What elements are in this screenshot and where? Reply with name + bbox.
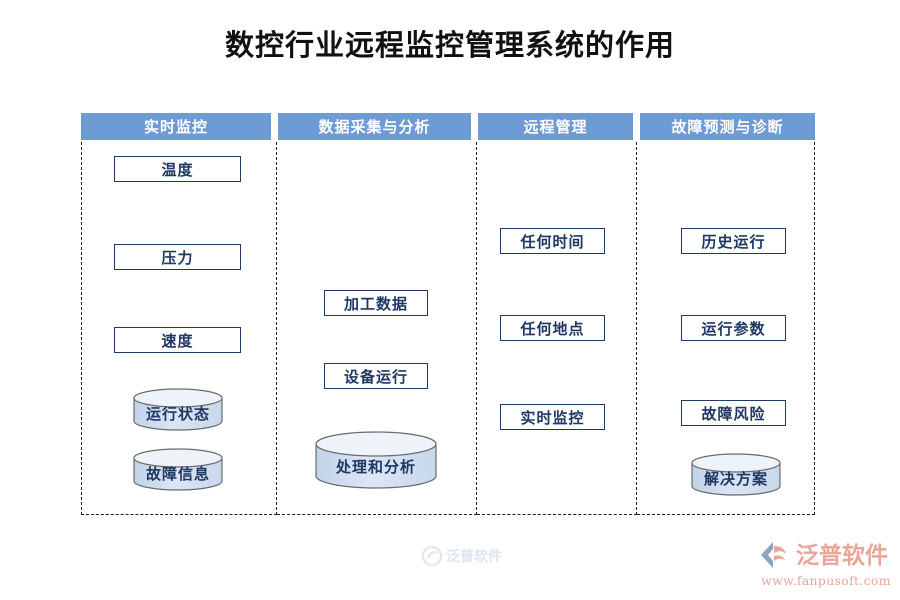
watermark-logo: 泛普软件 bbox=[422, 542, 542, 570]
node-machining-data[interactable]: 加工数据 bbox=[324, 290, 428, 316]
cylinder-fault-information[interactable]: 故障信息 bbox=[131, 448, 225, 492]
node-speed[interactable]: 速度 bbox=[114, 327, 241, 353]
column-body-4 bbox=[637, 142, 815, 515]
column-header-remote-management[interactable]: 远程管理 bbox=[478, 113, 633, 140]
node-pressure[interactable]: 压力 bbox=[114, 244, 241, 270]
diagram-canvas: 实时监控 数据采集与分析 远程管理 故障预测与诊断 温度 压力 速度 运行状态 bbox=[81, 113, 815, 566]
node-operating-parameters[interactable]: 运行参数 bbox=[681, 315, 786, 341]
node-equipment-operation[interactable]: 设备运行 bbox=[324, 363, 428, 389]
node-historical-operation[interactable]: 历史运行 bbox=[681, 228, 786, 254]
cylinder-process-and-analyze[interactable]: 处理和分析 bbox=[313, 431, 439, 493]
logo-company-name: 泛普软件 bbox=[796, 541, 888, 568]
cylinder-solution[interactable]: 解决方案 bbox=[689, 453, 783, 497]
node-any-place[interactable]: 任何地点 bbox=[500, 315, 605, 341]
column-body-1 bbox=[81, 142, 277, 515]
page-title: 数控行业远程监控管理系统的作用 bbox=[224, 28, 675, 62]
column-body-3 bbox=[477, 142, 637, 515]
watermark-mark-icon bbox=[422, 546, 442, 566]
fanpu-mark-icon bbox=[761, 542, 786, 568]
node-realtime-monitoring[interactable]: 实时监控 bbox=[500, 404, 605, 430]
company-logo: 泛普软件 www.fanpusoft.com bbox=[757, 540, 895, 592]
logo-website-url: www.fanpusoft.com bbox=[761, 573, 891, 588]
column-header-fault-prediction-diagnosis[interactable]: 故障预测与诊断 bbox=[640, 113, 815, 140]
column-body-2 bbox=[277, 142, 477, 515]
node-fault-risk[interactable]: 故障风险 bbox=[681, 400, 786, 426]
node-any-time[interactable]: 任何时间 bbox=[500, 228, 605, 254]
column-header-data-collection-analysis[interactable]: 数据采集与分析 bbox=[278, 113, 471, 140]
watermark-text: 泛普软件 bbox=[446, 548, 502, 564]
column-header-realtime-monitoring[interactable]: 实时监控 bbox=[81, 113, 271, 140]
node-temperature[interactable]: 温度 bbox=[114, 156, 241, 182]
cylinder-running-status[interactable]: 运行状态 bbox=[131, 388, 225, 432]
